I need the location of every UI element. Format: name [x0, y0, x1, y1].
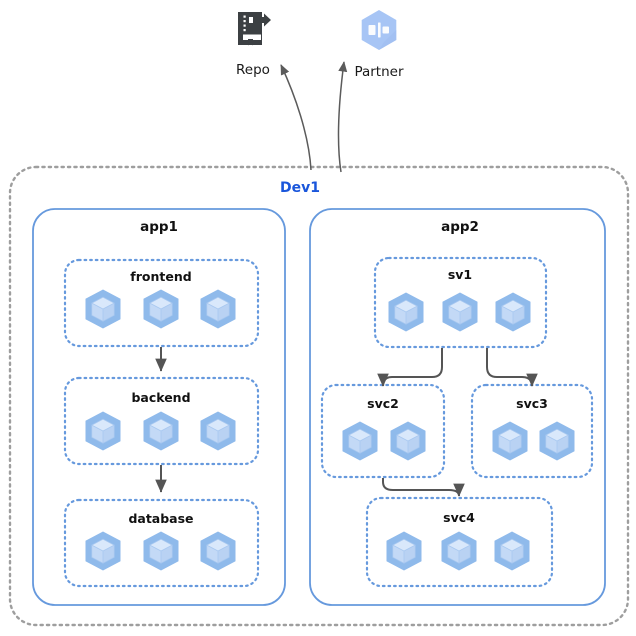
cluster-dev1-boundary[interactable] — [8, 165, 630, 627]
arrow-dev1-to-partner — [337, 61, 348, 173]
app-label-app1: app1 — [140, 219, 178, 235]
service-box-database[interactable] — [63, 498, 260, 588]
service-box-svc4[interactable] — [365, 496, 554, 588]
external-node-label-repo: Repo — [236, 62, 270, 78]
app-label-app2: app2 — [441, 219, 479, 235]
service-box-sv1[interactable] — [373, 256, 548, 349]
pod-group-sv1 — [388, 292, 531, 332]
arrow-sv1-to-svc3 — [486, 348, 538, 387]
service-label-svc2: svc2 — [367, 396, 399, 411]
external-node-label-partner: Partner — [354, 64, 404, 80]
service-label-frontend: frontend — [130, 269, 192, 284]
pod-group-backend — [85, 411, 236, 451]
service-box-backend[interactable] — [63, 376, 260, 466]
pod-group-frontend — [85, 289, 236, 329]
service-label-svc4: svc4 — [443, 510, 475, 525]
repo-icon[interactable] — [238, 12, 271, 46]
cluster-label-dev1: Dev1 — [280, 180, 320, 196]
service-box-frontend[interactable] — [63, 258, 260, 348]
service-label-backend: backend — [131, 390, 191, 405]
service-label-svc3: svc3 — [516, 396, 548, 411]
partner-hexagon-icon[interactable] — [361, 10, 397, 50]
arrow-sv1-to-svc2 — [377, 348, 443, 387]
app-box-app2[interactable] — [309, 208, 606, 606]
pod-group-svc4 — [386, 531, 530, 571]
arrow-svc2-to-svc4 — [382, 478, 465, 497]
service-label-database: database — [128, 511, 194, 526]
arrow-dev1-to-repo — [280, 64, 312, 171]
pod-group-database — [85, 531, 236, 571]
service-label-sv1: sv1 — [447, 267, 473, 282]
